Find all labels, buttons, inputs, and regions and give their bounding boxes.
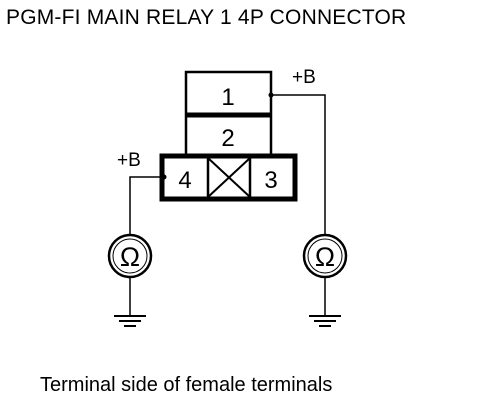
left-probe-wire [129, 176, 164, 236]
left-probe-tip [161, 174, 167, 180]
left-ohmmeter: Ω [107, 233, 153, 279]
diagram-title: PGM-FI MAIN RELAY 1 4P CONNECTOR [6, 6, 407, 29]
terminal-3-label: 3 [264, 167, 277, 194]
left-ground-icon [114, 277, 146, 327]
right-ohmmeter-inner [307, 238, 343, 274]
right-ohmmeter: Ω [302, 233, 348, 279]
right-plus-b-label: +B [292, 67, 316, 88]
terminal-2-label: 2 [221, 125, 234, 152]
right-probe-tip [268, 92, 274, 98]
right-probe-wire [271, 94, 326, 236]
right-ohm-symbol: Ω [315, 242, 335, 272]
diagram-caption: Terminal side of female terminals [40, 374, 333, 396]
left-plus-b-label: +B [117, 150, 141, 171]
right-ground-icon [309, 277, 341, 327]
terminal-4-label: 4 [178, 167, 191, 194]
empty-cavity-x [207, 157, 251, 198]
left-ohmmeter-inner [112, 238, 148, 274]
left-ohm-symbol: Ω [120, 242, 140, 272]
terminal-1-label: 1 [221, 84, 234, 111]
